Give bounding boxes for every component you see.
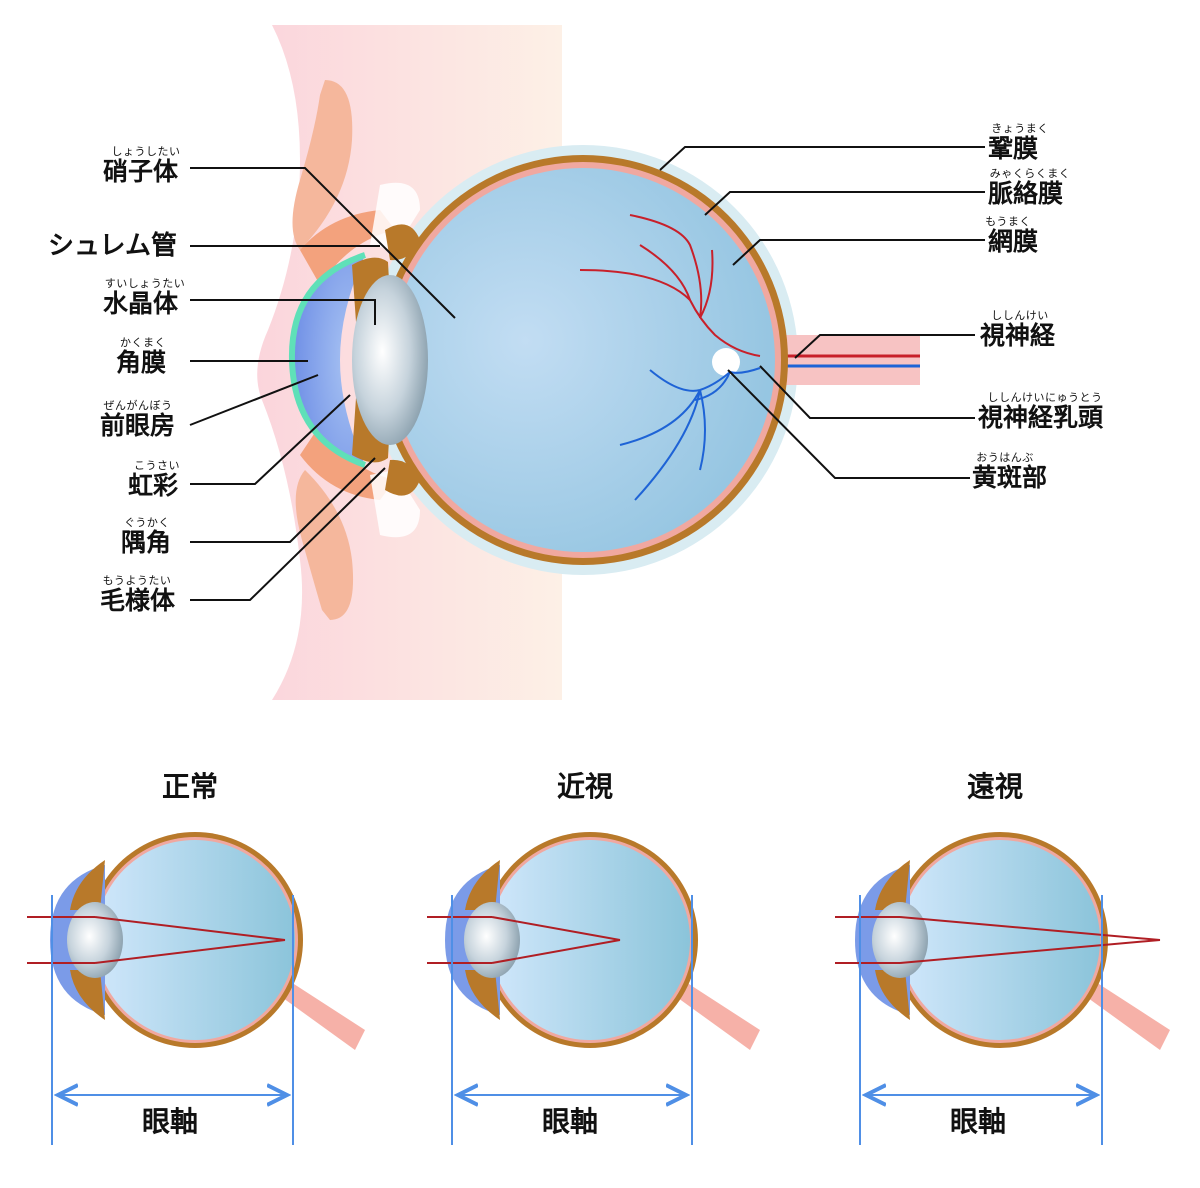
- label-iris: 虹彩: [128, 471, 179, 500]
- ray-top-out-normal: [94, 916, 286, 941]
- label-retina: 網膜: [988, 227, 1039, 256]
- label-ruby-cornea: かくまく: [120, 336, 166, 349]
- left-leader-lines: [189, 167, 456, 601]
- upper-eyelid-fold: [300, 210, 395, 285]
- label-anterior-chamber: 前眼房: [100, 411, 176, 440]
- panel-title-normal: 正常: [161, 770, 219, 803]
- anatomy-illustration: [189, 25, 985, 700]
- label-sclera: 鞏膜: [988, 134, 1039, 163]
- label-cornea: 角膜: [116, 348, 167, 377]
- label-ruby-optic-nerve: ししんけい: [991, 309, 1049, 322]
- label-ruby-vitreous: しょうしたい: [111, 145, 181, 158]
- label-schlemm: シュレム管: [48, 231, 177, 261]
- retinal-arteries: [579, 214, 761, 357]
- lens-myopia: [464, 902, 520, 978]
- ray-top-out-myopia: [491, 916, 621, 941]
- eye-myopia: [427, 832, 760, 1145]
- panel-title-myopia: 近視: [556, 770, 614, 803]
- lens-hyperopia: [872, 902, 928, 978]
- retinal-veins: [619, 367, 761, 501]
- axis-label-normal: 眼軸: [141, 1105, 199, 1138]
- iris-top-myopia: [465, 860, 500, 910]
- lens-shape: [352, 275, 428, 445]
- iris-top-normal: [70, 860, 105, 910]
- iris-bottom-myopia: [465, 970, 500, 1020]
- lens-normal: [67, 902, 123, 978]
- vitreous-body: [391, 168, 775, 552]
- refraction-comparison: [27, 832, 1170, 1145]
- cornea-shape: [291, 255, 365, 465]
- label-ruby-lens: すいしょうたい: [104, 277, 186, 290]
- lower-eyelid-muscle: [295, 470, 354, 620]
- eye-normal: [27, 832, 365, 1145]
- label-ciliary-body: 毛様体: [100, 586, 176, 615]
- label-angle: 隅角: [121, 528, 172, 557]
- label-ruby-anterior-chamber: ぜんがんぼう: [103, 399, 173, 412]
- axis-label-hyperopia: 眼軸: [949, 1105, 1007, 1138]
- vitreous-hyperopia: [900, 840, 1100, 1040]
- iris-bottom-hyperopia: [875, 970, 910, 1020]
- label-choroid: 脈絡膜: [988, 179, 1064, 208]
- label-ruby-retina: もうまく: [985, 215, 1031, 228]
- label-ruby-ciliary-body: もうようたい: [102, 574, 172, 587]
- optic-nerve-myopia: [660, 975, 760, 1050]
- ciliary-lower: [385, 459, 420, 496]
- zonule-lower: [370, 470, 420, 538]
- vitreous-myopia: [490, 840, 690, 1040]
- optic-nerve-normal: [265, 975, 365, 1050]
- label-vitreous: 硝子体: [103, 157, 179, 186]
- label-ruby-macula: おうはんぶ: [976, 451, 1034, 464]
- panel-title-hyperopia: 遠視: [966, 770, 1024, 803]
- label-macula: 黄斑部: [972, 463, 1048, 492]
- label-ruby-optic-disc: ししんけいにゅうとう: [987, 391, 1103, 404]
- label-ruby-angle: ぐうかく: [124, 516, 170, 529]
- optic-nerve-hyperopia: [1070, 975, 1170, 1050]
- iris-bottom-normal: [70, 970, 105, 1020]
- ray-bottom-out-hyperopia: [899, 939, 1161, 964]
- upper-eyelid-muscle: [292, 80, 353, 250]
- right-leader-lines: [659, 146, 985, 479]
- label-optic-disc: 視神経乳頭: [978, 403, 1104, 432]
- label-lens: 水晶体: [103, 289, 179, 318]
- ray-bottom-out-myopia: [491, 939, 621, 964]
- label-ruby-iris: こうさい: [134, 459, 180, 472]
- label-ruby-choroid: みゃくらくまく: [989, 167, 1071, 180]
- axis-label-myopia: 眼軸: [541, 1105, 599, 1138]
- iris-top-hyperopia: [875, 860, 910, 910]
- label-ruby-sclera: きょうまく: [991, 122, 1049, 135]
- ray-bottom-out-normal: [94, 939, 286, 964]
- label-optic-nerve: 視神経: [980, 321, 1056, 350]
- ciliary-upper: [385, 224, 420, 261]
- ray-top-out-hyperopia: [899, 916, 1161, 941]
- eye-hyperopia: [835, 832, 1170, 1145]
- zonule-upper: [370, 182, 420, 250]
- vitreous-normal: [95, 840, 295, 1040]
- optic-disc-shape: [712, 348, 740, 376]
